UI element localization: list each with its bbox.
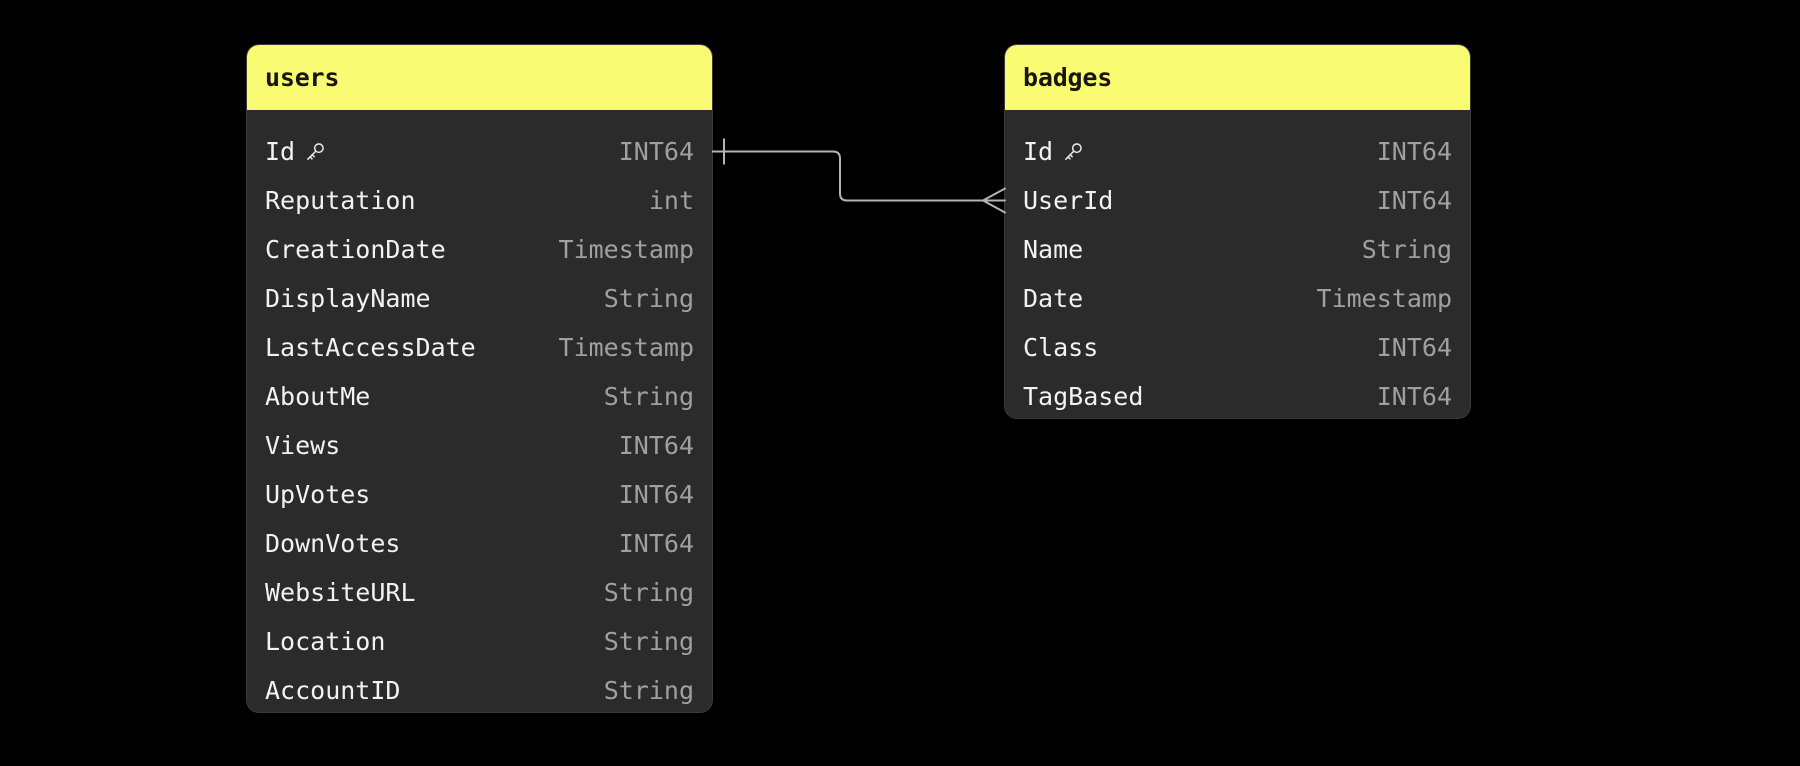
- field-type: INT64: [1376, 137, 1452, 166]
- field-type: Timestamp: [558, 333, 694, 362]
- relationship-connector[interactable]: [712, 138, 1006, 214]
- field-type: INT64: [618, 431, 694, 460]
- field-name: UpVotes: [265, 480, 371, 509]
- field-name-group: Location: [265, 627, 385, 656]
- field-row[interactable]: Id INT64: [265, 127, 694, 176]
- field-row[interactable]: Location String: [265, 617, 694, 666]
- field-row[interactable]: DownVotes INT64: [265, 519, 694, 568]
- field-name: LastAccessDate: [265, 333, 476, 362]
- field-name-group: UserId: [1023, 186, 1113, 215]
- field-type: String: [1361, 235, 1452, 264]
- field-name-group: DownVotes: [265, 529, 400, 558]
- field-name: Id: [1023, 137, 1054, 166]
- field-row[interactable]: AboutMe String: [265, 372, 694, 421]
- field-type: INT64: [618, 137, 694, 166]
- field-name-group: AboutMe: [265, 382, 370, 411]
- field-name-group: UpVotes: [265, 480, 370, 509]
- field-row[interactable]: Class INT64: [1023, 323, 1452, 372]
- field-type: Timestamp: [1316, 284, 1452, 313]
- field-name-group: Id: [265, 137, 326, 166]
- field-row[interactable]: Reputation int: [265, 176, 694, 225]
- field-type: String: [603, 578, 694, 607]
- field-name-group: CreationDate: [265, 235, 446, 264]
- field-name-group: Id: [1023, 137, 1084, 166]
- field-row[interactable]: Id INT64: [1023, 127, 1452, 176]
- field-name: UserId: [1023, 186, 1114, 215]
- field-name: DisplayName: [265, 284, 431, 313]
- field-type: INT64: [1376, 333, 1452, 362]
- field-name-group: Reputation: [265, 186, 416, 215]
- field-type: int: [648, 186, 694, 215]
- field-name: Views: [265, 431, 341, 460]
- field-row[interactable]: AccountID String: [265, 666, 694, 712]
- field-name-group: LastAccessDate: [265, 333, 476, 362]
- field-name: Reputation: [265, 186, 416, 215]
- field-name: AboutMe: [265, 382, 371, 411]
- entity-header-users: users: [247, 45, 712, 110]
- field-row[interactable]: DisplayName String: [265, 274, 694, 323]
- field-name-group: WebsiteURL: [265, 578, 416, 607]
- field-name-group: AccountID: [265, 676, 400, 705]
- field-row[interactable]: Date Timestamp: [1023, 274, 1452, 323]
- field-name-group: Name: [1023, 235, 1083, 264]
- field-row[interactable]: Name String: [1023, 225, 1452, 274]
- entity-title-users: users: [265, 63, 340, 92]
- cardinality-many-marker: [982, 187, 1006, 214]
- field-type: INT64: [618, 480, 694, 509]
- field-type: Timestamp: [558, 235, 694, 264]
- field-name: Class: [1023, 333, 1099, 362]
- field-row[interactable]: CreationDate Timestamp: [265, 225, 694, 274]
- field-type: INT64: [1376, 382, 1452, 411]
- field-row[interactable]: UserId INT64: [1023, 176, 1452, 225]
- field-name: Name: [1023, 235, 1084, 264]
- field-name: WebsiteURL: [265, 578, 416, 607]
- field-name-group: Views: [265, 431, 340, 460]
- field-name-group: Date: [1023, 284, 1083, 313]
- field-type: INT64: [618, 529, 694, 558]
- field-type: INT64: [1376, 186, 1452, 215]
- field-name: AccountID: [265, 676, 401, 705]
- field-type: String: [603, 627, 694, 656]
- field-name: DownVotes: [265, 529, 401, 558]
- field-name-group: Class: [1023, 333, 1098, 362]
- field-name: CreationDate: [265, 235, 446, 264]
- field-row[interactable]: UpVotes INT64: [265, 470, 694, 519]
- field-type: String: [603, 284, 694, 313]
- entity-title-badges: badges: [1023, 63, 1113, 92]
- field-name: Location: [265, 627, 386, 656]
- key-icon: [1062, 141, 1084, 163]
- field-name-group: TagBased: [1023, 382, 1143, 411]
- field-type: String: [603, 382, 694, 411]
- field-name: TagBased: [1023, 382, 1144, 411]
- field-row[interactable]: Views INT64: [265, 421, 694, 470]
- field-name: Date: [1023, 284, 1084, 313]
- field-row[interactable]: TagBased INT64: [1023, 372, 1452, 418]
- entity-header-badges: badges: [1005, 45, 1470, 110]
- field-type: String: [603, 676, 694, 705]
- key-icon: [304, 141, 326, 163]
- field-name: Id: [265, 137, 296, 166]
- field-row[interactable]: LastAccessDate Timestamp: [265, 323, 694, 372]
- field-name-group: DisplayName: [265, 284, 431, 313]
- field-row[interactable]: WebsiteURL String: [265, 568, 694, 617]
- relationship-line: [712, 150, 1005, 202]
